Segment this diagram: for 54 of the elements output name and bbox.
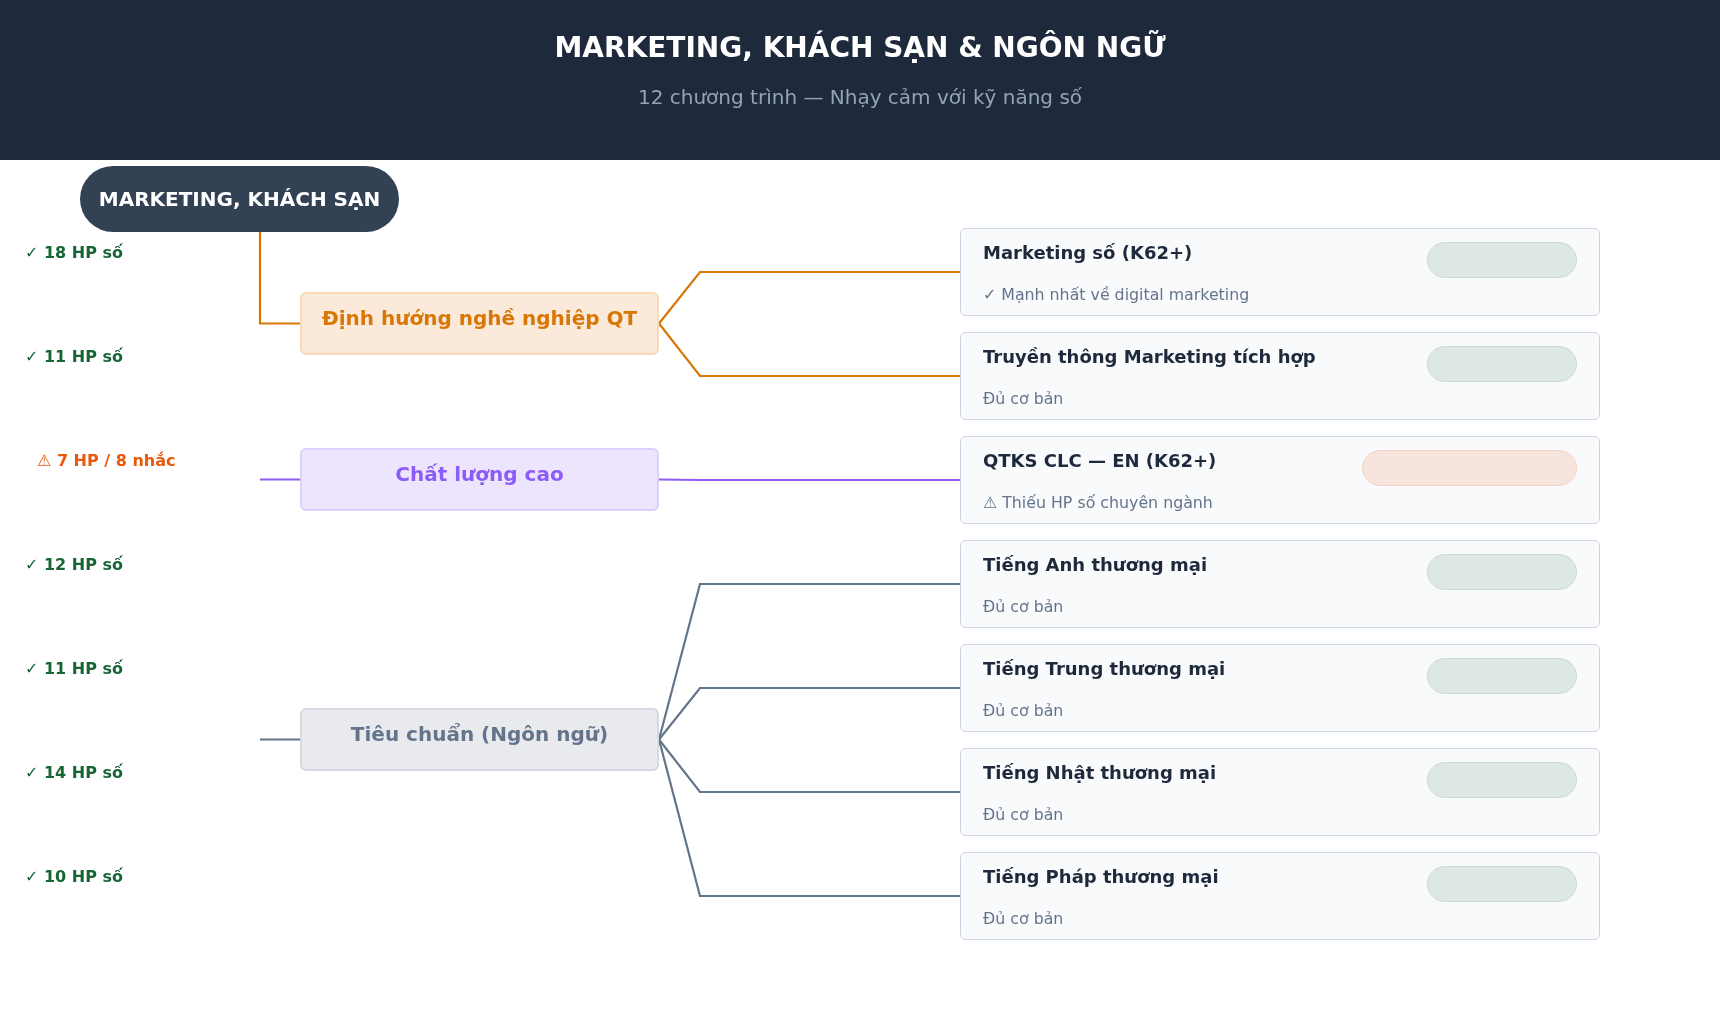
status-pill: [1427, 242, 1577, 278]
connector-line: [260, 478, 300, 481]
program-note: ✓ Mạnh nhất về digital marketing: [983, 284, 1250, 306]
status-pill: [1427, 866, 1577, 902]
category-title: Tiêu chuẩn (Ngôn ngữ): [350, 721, 609, 747]
program-name: Tiếng Nhật thương mại: [983, 761, 1217, 785]
program-note: Đủ cơ bản: [983, 908, 1064, 930]
program-card: [960, 748, 1600, 836]
program-card: [960, 852, 1600, 940]
category-box: [300, 708, 659, 771]
status-pill: [1427, 346, 1577, 382]
program-card: [960, 332, 1600, 420]
credit-count: ⚠ 7 HP / 8 nhắc: [37, 450, 176, 472]
connector-line: [658, 322, 960, 378]
connector-line: [658, 738, 960, 794]
category-title: Định hướng nghề nghiệp QT: [321, 305, 638, 331]
status-pill: [1427, 762, 1577, 798]
status-pill: [1427, 554, 1577, 590]
program-name: Truyền thông Marketing tích hợp: [983, 345, 1316, 369]
program-card: [960, 540, 1600, 628]
program-card: [960, 644, 1600, 732]
connector-line: [258, 232, 300, 325]
category-box: [300, 292, 659, 355]
program-card: [960, 436, 1600, 524]
connector-line: [657, 582, 960, 740]
credit-count: ✓ 12 HP số: [25, 554, 123, 576]
program-note: ⚠ Thiếu HP số chuyên ngành: [983, 492, 1213, 514]
credit-count: ✓ 14 HP số: [25, 762, 123, 784]
program-name: Marketing số (K62+): [983, 241, 1193, 265]
program-name: QTKS CLC — EN (K62+): [983, 449, 1217, 473]
credit-count: ✓ 10 HP số: [25, 866, 123, 888]
credit-count: ✓ 18 HP số: [25, 242, 123, 264]
program-name: Tiếng Anh thương mại: [983, 553, 1208, 577]
program-note: Đủ cơ bản: [983, 388, 1064, 410]
program-note: Đủ cơ bản: [983, 804, 1064, 826]
program-note: Đủ cơ bản: [983, 700, 1064, 722]
credit-count: ✓ 11 HP số: [25, 658, 123, 680]
diagram-subtitle: 12 chương trình — Nhạy cảm với kỹ năng số: [637, 84, 1083, 110]
connector-line: [260, 738, 300, 741]
connector-line: [658, 686, 960, 741]
category-title: Chất lượng cao: [395, 461, 564, 487]
program-card: [960, 228, 1600, 316]
program-note: Đủ cơ bản: [983, 596, 1064, 618]
topic-title: MARKETING, KHÁCH SẠN: [98, 186, 381, 212]
program-name: Tiếng Trung thương mại: [983, 657, 1226, 681]
connector-line: [658, 270, 960, 325]
connector-line: [659, 478, 960, 482]
category-box: [300, 448, 659, 511]
status-pill: [1427, 658, 1577, 694]
program-name: Tiếng Pháp thương mại: [983, 865, 1219, 889]
diagram-title: MARKETING, KHÁCH SẠN & NGÔN NGỮ: [554, 31, 1166, 65]
connector-line: [657, 739, 960, 898]
credit-count: ✓ 11 HP số: [25, 346, 123, 368]
status-pill: [1362, 450, 1577, 486]
